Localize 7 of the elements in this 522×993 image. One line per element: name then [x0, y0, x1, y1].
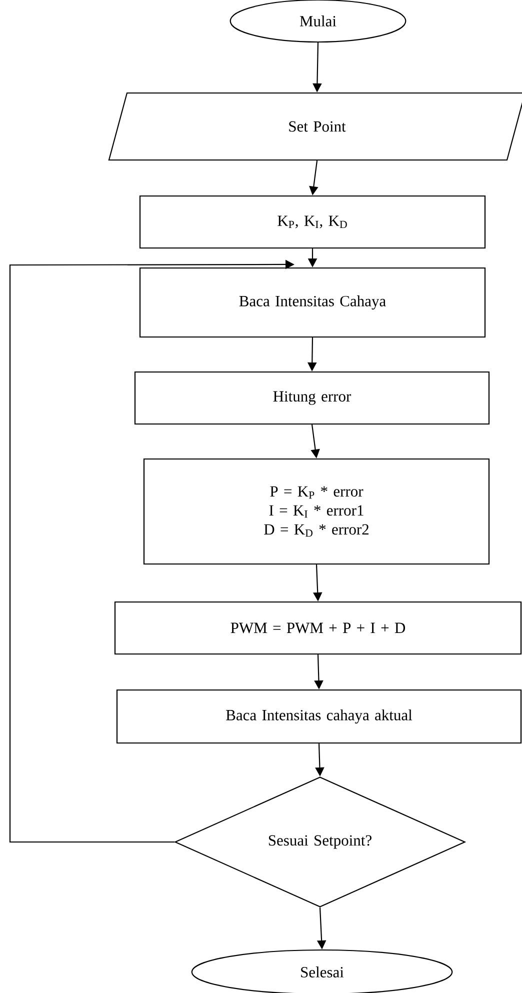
process-box: Hitung error	[134, 371, 490, 425]
process-box: K$_{P}$, K$_{I}$, K$_{D}$	[139, 195, 486, 249]
input-parallelogram: Set Point	[108, 92, 522, 161]
process-box: Baca Intensitas cahaya aktual	[116, 689, 522, 744]
process-box: P = K$_{P}$ * error I = K$_{I}$ * error1 D = K$_{D}$ * error2	[143, 458, 490, 565]
process-box: Baca Intensitas Cahaya	[139, 267, 486, 338]
process-box: PWM = PWM + P + I + D	[114, 601, 522, 655]
